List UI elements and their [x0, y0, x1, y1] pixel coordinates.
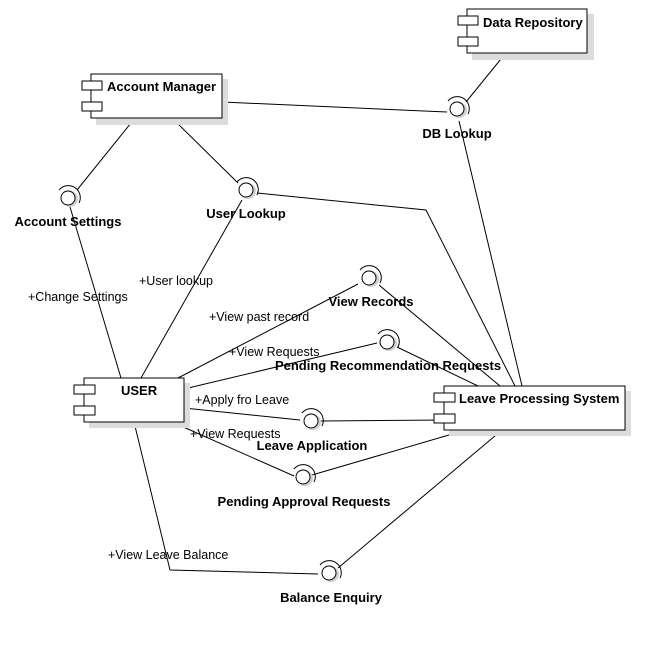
component-name: Account Manager [107, 79, 216, 94]
connector-db-lookup-leave-processing [458, 120, 523, 387]
edge-label-view-leave-balance: +View Leave Balance [108, 548, 228, 562]
connector-pending-approval-leave-processing [311, 429, 467, 476]
connector-user-leave-application [183, 407, 301, 421]
interface-leave-application[interactable]: Leave Application [257, 408, 368, 453]
component-name: Leave Processing System [459, 391, 619, 406]
connector-user-lookup-leave-processing [256, 192, 516, 387]
connector-view-records-leave-processing [378, 284, 501, 387]
interface-account-settings[interactable]: Account Settings [15, 185, 122, 229]
edge-label-view-past-record: +View past record [209, 310, 309, 324]
interface-balance-enquiry[interactable]: Balance Enquiry [280, 560, 383, 605]
component-name: USER [121, 383, 158, 398]
edge-label-user-lookup: +User lookup [139, 274, 213, 288]
connectors [69, 53, 523, 575]
component-leave-processing-system[interactable]: Leave Processing System [433, 385, 631, 436]
connector-leave-application-leave-processing [320, 419, 445, 422]
interface-label: View Records [328, 294, 413, 309]
interface-view-records[interactable]: View Records [328, 265, 414, 309]
component-user[interactable]: USER [73, 377, 190, 428]
interface-pending-approval-requests[interactable]: Pending Approval Requests [218, 464, 391, 509]
connector-account-manager-db-lookup [221, 101, 448, 113]
interface-label: Pending Approval Requests [218, 494, 391, 509]
edge-label-change-settings: +Change Settings [28, 290, 128, 304]
interface-pending-recommendation-requests[interactable]: Pending Recommendation Requests [275, 329, 501, 373]
edge-label-view-requests-recommendation: +View Requests [229, 345, 319, 359]
interface-label: Balance Enquiry [280, 590, 383, 605]
interface-label: User Lookup [206, 206, 286, 221]
connector-user-pending-approval [171, 421, 295, 477]
interface-label: Account Settings [15, 214, 122, 229]
connector-user-lookup-user [140, 199, 243, 379]
interface-label: DB Lookup [422, 126, 491, 141]
connector-account-manager-user-lookup [171, 117, 239, 184]
component-name: Data Repository [483, 15, 583, 30]
connector-user-view-records [177, 283, 359, 379]
connector-user-balance-enquiry [133, 421, 319, 575]
connector-pending-recommendation-leave-processing [396, 346, 479, 387]
component-account-manager[interactable]: Account Manager [81, 73, 228, 125]
connector-balance-enquiry-leave-processing [337, 429, 503, 569]
interface-user-lookup[interactable]: User Lookup [206, 177, 286, 221]
interface-label: Leave Application [257, 438, 368, 453]
interface-label: Pending Recommendation Requests [275, 358, 501, 373]
connector-account-manager-account-settings [76, 117, 136, 191]
interface-db-lookup[interactable]: DB Lookup [422, 96, 492, 141]
connector-labels: +User lookup +Change Settings +View past… [28, 274, 319, 562]
edge-label-view-requests-approval: +View Requests [190, 427, 280, 441]
component-data-repository[interactable]: Data Repository [457, 8, 594, 60]
connector-data-repository-db-lookup [465, 53, 506, 103]
connector-account-settings-user [69, 206, 122, 379]
edge-label-apply-for-leave: +Apply fro Leave [195, 393, 289, 407]
connector-user-pending-recommendation [183, 342, 378, 390]
